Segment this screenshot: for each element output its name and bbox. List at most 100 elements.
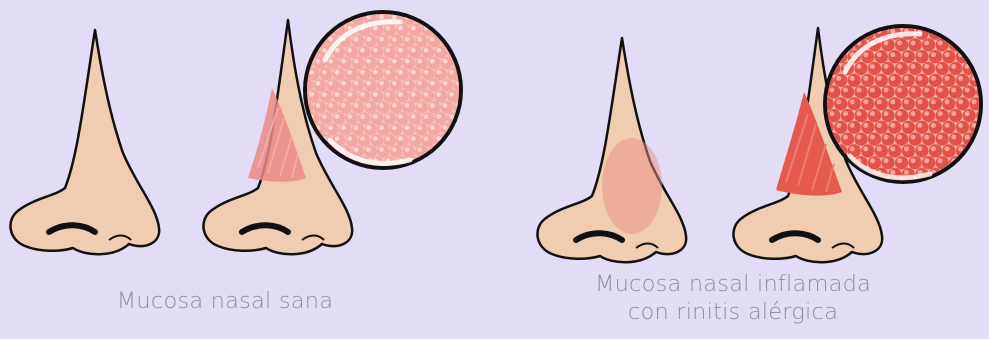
- healthy-cell-highlight: [449, 26, 454, 31]
- inflamed-cell-highlight: [938, 41, 943, 46]
- healthy-cell: [314, 13, 326, 25]
- healthy-cell-highlight: [392, 15, 397, 20]
- healthy-cell: [409, 68, 421, 80]
- inflamed-cell-highlight: [857, 64, 862, 69]
- inflamed-cell-highlight: [978, 135, 983, 140]
- healthy-cell: [441, 101, 453, 113]
- healthy-cell: [365, 57, 377, 69]
- healthy-cell-highlight: [328, 81, 333, 86]
- healthy-cell-highlight: [335, 92, 340, 97]
- healthy-cell-highlight: [443, 125, 448, 130]
- healthy-cell-highlight: [347, 92, 352, 97]
- inflamed-cell-highlight: [924, 17, 929, 22]
- healthy-cell: [454, 35, 466, 47]
- healthy-cell-highlight: [411, 4, 416, 9]
- inflamed-cell: [888, 74, 901, 87]
- inflamed-cell: [929, 50, 942, 63]
- healthy-cell: [307, 2, 319, 14]
- healthy-cell: [441, 145, 453, 157]
- inflamed-cell-highlight: [911, 41, 916, 46]
- healthy-cell: [422, 134, 434, 146]
- healthy-cell-highlight: [373, 114, 378, 119]
- inflamed-cell-highlight: [904, 123, 909, 128]
- healthy-cell-highlight: [354, 59, 359, 64]
- healthy-cell-highlight: [335, 158, 340, 163]
- inflamed-cell-highlight: [877, 76, 882, 81]
- inflamed-cell: [821, 27, 834, 40]
- inflamed-cell: [922, 15, 935, 28]
- healthy-cell: [377, 79, 389, 91]
- inflamed-cell-highlight: [897, 111, 902, 116]
- inflamed-cell: [861, 97, 874, 110]
- healthy-cell-highlight: [341, 125, 346, 130]
- healthy-cell-highlight: [316, 103, 321, 108]
- healthy-cell-highlight: [303, 59, 308, 64]
- inflamed-cell-highlight: [884, 158, 889, 163]
- healthy-cell-highlight: [398, 26, 403, 31]
- inflamed-cell: [834, 74, 847, 87]
- healthy-cell: [390, 79, 402, 91]
- healthy-cell: [447, 24, 459, 36]
- inflamed-cell-highlight: [850, 29, 855, 34]
- inflamed-cell-highlight: [938, 17, 943, 22]
- healthy-cell: [415, 79, 427, 91]
- healthy-cell: [358, 90, 370, 102]
- inflamed-cell-highlight: [890, 123, 895, 128]
- inflamed-cell: [922, 156, 935, 169]
- inflamed-cell-highlight: [911, 135, 916, 140]
- healthy-cell-highlight: [347, 114, 352, 119]
- healthy-cell: [333, 2, 345, 14]
- healthy-cell: [345, 134, 357, 146]
- inflamed-cell-highlight: [972, 99, 977, 104]
- healthy-cell-highlight: [411, 26, 416, 31]
- inflamed-cell: [929, 74, 942, 87]
- inflamed-cell-highlight: [965, 41, 970, 46]
- inflamed-cell: [929, 121, 942, 134]
- inflamed-cell: [976, 180, 989, 193]
- inflamed-cell: [949, 109, 962, 122]
- inflamed-cell: [949, 62, 962, 75]
- inflamed-cell-highlight: [938, 64, 943, 69]
- inflamed-cell-highlight: [823, 52, 828, 57]
- inflamed-cell: [868, 133, 881, 146]
- inflamed-cell-highlight: [836, 76, 841, 81]
- inflamed-cell-highlight: [931, 99, 936, 104]
- healthy-cell: [441, 79, 453, 91]
- inflamed-cell: [942, 144, 955, 157]
- inflamed-cell-highlight: [958, 76, 963, 81]
- healthy-cell-highlight: [405, 59, 410, 64]
- healthy-cell-highlight: [443, 15, 448, 20]
- healthy-cell-highlight: [443, 81, 448, 86]
- inflamed-cell: [956, 168, 969, 181]
- inflamed-cell-highlight: [843, 17, 848, 22]
- inflamed-cell-highlight: [877, 52, 882, 57]
- inflamed-cell-highlight: [843, 41, 848, 46]
- inflamed-cell: [909, 109, 922, 122]
- healthy-cell: [301, 35, 313, 47]
- inflamed-cell-highlight: [951, 64, 956, 69]
- healthy-cell-highlight: [455, 147, 460, 152]
- inflamed-cell-highlight: [863, 76, 868, 81]
- inflamed-cell-highlight: [829, 88, 834, 93]
- healthy-cell: [434, 112, 446, 124]
- inflamed-cell-highlight: [978, 41, 983, 46]
- healthy-cell: [320, 2, 332, 14]
- inflamed-cell: [827, 109, 840, 122]
- healthy-cell-highlight: [366, 37, 371, 42]
- healthy-cell-highlight: [405, 37, 410, 42]
- inflamed-cell: [881, 62, 894, 75]
- healthy-cell: [403, 57, 415, 69]
- healthy-cell-highlight: [347, 70, 352, 75]
- caption-inflamed-line2: con rinitis alérgica: [528, 298, 938, 326]
- healthy-cell: [447, 2, 459, 14]
- inflamed-cell-highlight: [850, 123, 855, 128]
- inflamed-cell: [936, 133, 949, 146]
- inflamed-cell: [875, 50, 888, 63]
- healthy-cell: [403, 123, 415, 135]
- healthy-cell: [295, 24, 307, 36]
- healthy-cell-highlight: [424, 70, 429, 75]
- caption-healthy-mucosa: Mucosa nasal sana: [40, 287, 410, 315]
- inflamed-cell-highlight: [924, 111, 929, 116]
- healthy-cell: [384, 68, 396, 80]
